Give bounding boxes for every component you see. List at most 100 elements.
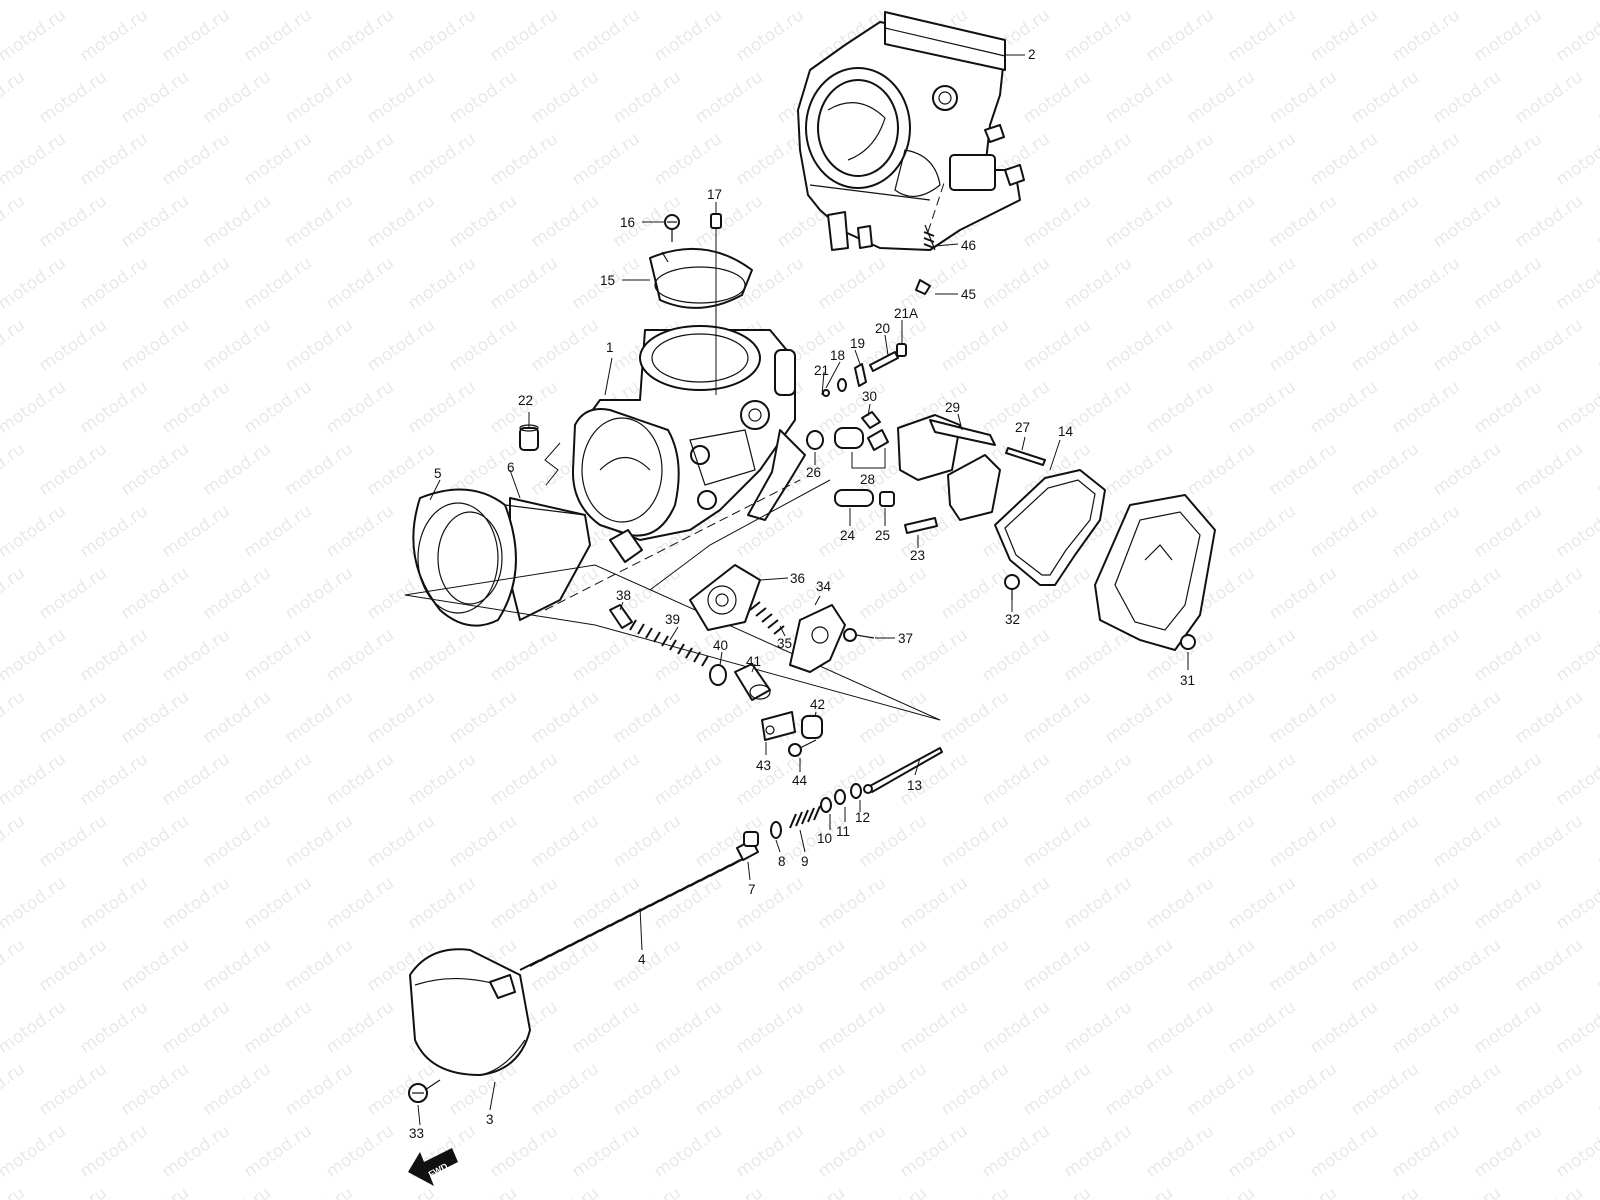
watermark-text: motod.ru [158,997,233,1058]
watermark-text: motod.ru [1306,501,1381,562]
watermark-text: motod.ru [1470,625,1545,686]
label-part-7: 7 [748,882,756,897]
watermark-text: motod.ru [1511,67,1586,128]
label-part-45: 45 [961,287,976,302]
watermark-text: motod.ru [76,997,151,1058]
watermark-text: motod.ru [1101,315,1176,376]
watermark-text: motod.ru [1265,315,1340,376]
watermark-text: motod.ru [281,811,356,872]
watermark-text: motod.ru [1060,749,1135,810]
watermark-text: motod.ru [1060,997,1135,1058]
watermark-text: motod.ru [978,749,1053,810]
screw-45 [915,279,931,295]
watermark-text: motod.ru [1019,191,1094,252]
watermark-text: motod.ru [1265,687,1340,748]
watermark-text: motod.ru [937,315,1012,376]
watermark-text: motod.ru [1511,315,1586,376]
label-part-21: 21 [814,363,829,378]
top-cap-ring [649,247,753,309]
label-part-15: 15 [600,273,615,288]
watermark-text: motod.ru [1306,997,1381,1058]
watermark-text: motod.ru [281,0,356,4]
spring-4 [519,854,751,971]
watermark-text: motod.ru [158,749,233,810]
watermark-text: motod.ru [1470,377,1545,438]
watermark-text: motod.ru [1511,935,1586,996]
watermark-text: motod.ru [691,191,766,252]
label-part-9: 9 [801,854,809,869]
watermark-text: motod.ru [199,315,274,376]
watermark-text: motod.ru [0,129,70,190]
watermark-text: motod.ru [1142,997,1217,1058]
watermark-text: motod.ru [322,997,397,1058]
watermark-text: motod.ru [76,129,151,190]
watermark-text: motod.ru [568,997,643,1058]
watermark-text: motod.ru [937,1059,1012,1120]
label-part-27: 27 [1015,420,1030,435]
watermark-text: motod.ru [1224,1121,1299,1182]
watermark-text: motod.ru [117,811,192,872]
watermark-text: motod.ru [1224,997,1299,1058]
watermark-text: motod.ru [1101,0,1176,4]
watermark-text: motod.ru [1593,1183,1600,1200]
watermark-text: motod.ru [1429,935,1504,996]
watermark-text: motod.ru [1183,439,1258,500]
sleeve-22 [519,424,539,451]
watermark-text: motod.ru [199,811,274,872]
watermark-text: motod.ru [691,1183,766,1200]
watermark-text: motod.ru [1183,0,1258,4]
watermark-text: motod.ru [199,563,274,624]
watermark-text: motod.ru [486,1121,561,1182]
watermark-text: motod.ru [0,67,29,128]
watermark-text: motod.ru [404,129,479,190]
watermark-text: motod.ru [732,997,807,1058]
watermark-text: motod.ru [1552,1121,1600,1182]
watermark-text: motod.ru [0,625,70,686]
watermark-text: motod.ru [240,625,315,686]
watermark-text: motod.ru [1265,191,1340,252]
watermark-text: motod.ru [1388,253,1463,314]
watermark-text: motod.ru [1019,687,1094,748]
watermark-text: motod.ru [35,191,110,252]
watermark-text: motod.ru [0,749,70,810]
label-part-23: 23 [910,548,925,563]
watermark-text: motod.ru [363,191,438,252]
watermark-text: motod.ru [1429,687,1504,748]
watermark-text: motod.ru [0,315,29,376]
watermark-text: motod.ru [1142,1121,1217,1182]
watermark-text: motod.ru [1306,873,1381,934]
watermark-text: motod.ru [0,935,29,996]
watermark-text: motod.ru [1347,687,1422,748]
carburetor-body [571,325,806,563]
watermark-text: motod.ru [486,625,561,686]
leader-lines [417,54,1189,1126]
screw-17 [710,213,722,229]
watermark-text: motod.ru [1060,129,1135,190]
watermark-text: motod.ru [1388,625,1463,686]
spring-46 [923,231,935,249]
watermark-text: motod.ru [281,1183,356,1200]
watermark-text: motod.ru [1347,1059,1422,1120]
watermark-text: motod.ru [363,315,438,376]
watermark-text: motod.ru [35,0,110,4]
watermark-text: motod.ru [937,563,1012,624]
watermark-text: motod.ru [404,377,479,438]
watermark-text: motod.ru [363,687,438,748]
watermark-text: motod.ru [896,1121,971,1182]
watermark-text: motod.ru [1347,439,1422,500]
watermark-text: motod.ru [281,563,356,624]
watermark-text: motod.ru [486,129,561,190]
watermark-text: motod.ru [609,1183,684,1200]
watermark-text: motod.ru [1306,253,1381,314]
spring-35 [749,601,785,635]
watermark-text: motod.ru [609,687,684,748]
watermark-text: motod.ru [1060,253,1135,314]
watermark-text: motod.ru [1429,0,1504,4]
watermark-text: motod.ru [1511,687,1586,748]
watermark-text: motod.ru [117,1059,192,1120]
watermark-text: motod.ru [322,625,397,686]
watermark-text: motod.ru [568,129,643,190]
watermark-text: motod.ru [978,1121,1053,1182]
watermark-text: motod.ru [445,1183,520,1200]
watermark-text: motod.ru [240,997,315,1058]
